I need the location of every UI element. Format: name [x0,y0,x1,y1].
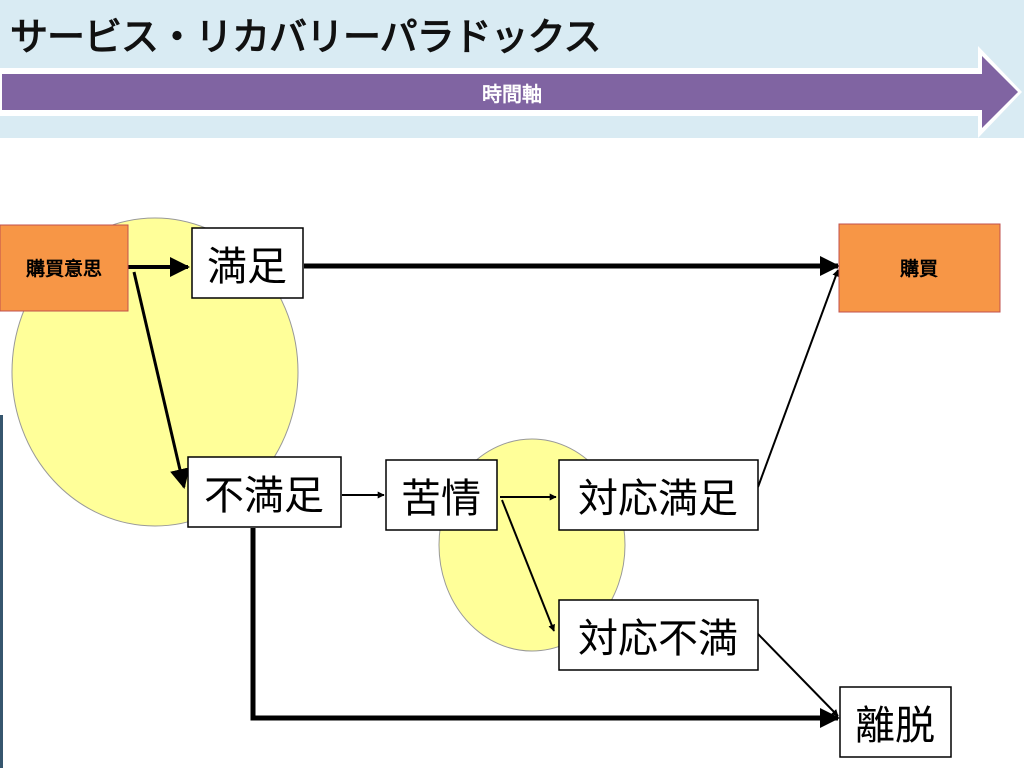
churn-box [839,686,952,758]
arrow-dissatisfaction-to-churn [250,528,840,728]
arrow-response-dissatisfied-to-churn [757,633,839,717]
dissatisfaction-label: 不満足 [204,473,324,519]
satisfaction-label: 満足 [207,244,287,290]
arrow-response-satisfied-to-purchase [757,269,840,488]
dissatisfaction-box [187,456,342,528]
slide-title: サービス・リカバリーパラドックス [10,15,601,59]
timeline-arrow [0,46,1022,138]
response-satisfied-label: 対応満足 [578,476,738,522]
arrow-intent-to-dissatisfaction [132,271,190,489]
purchase-intent-box [0,224,129,312]
purchase-label: 購買 [900,257,938,280]
response-satisfied-box [558,459,759,531]
satisfaction-box [191,227,304,299]
left-edge-bar [0,415,3,768]
purchase-intent-label: 購買意思 [26,257,102,280]
purchase-box [838,223,1001,313]
response-dissatisfied-box [558,599,759,671]
timeline-label: 時間軸 [482,82,542,106]
arrow-complaint-to-response-dissatisfied [501,499,555,632]
response-dissatisfied-label: 対応不満 [578,616,738,662]
complaint-label: 苦情 [401,476,481,522]
churn-label: 離脱 [855,703,935,749]
complaint-box [385,459,498,531]
